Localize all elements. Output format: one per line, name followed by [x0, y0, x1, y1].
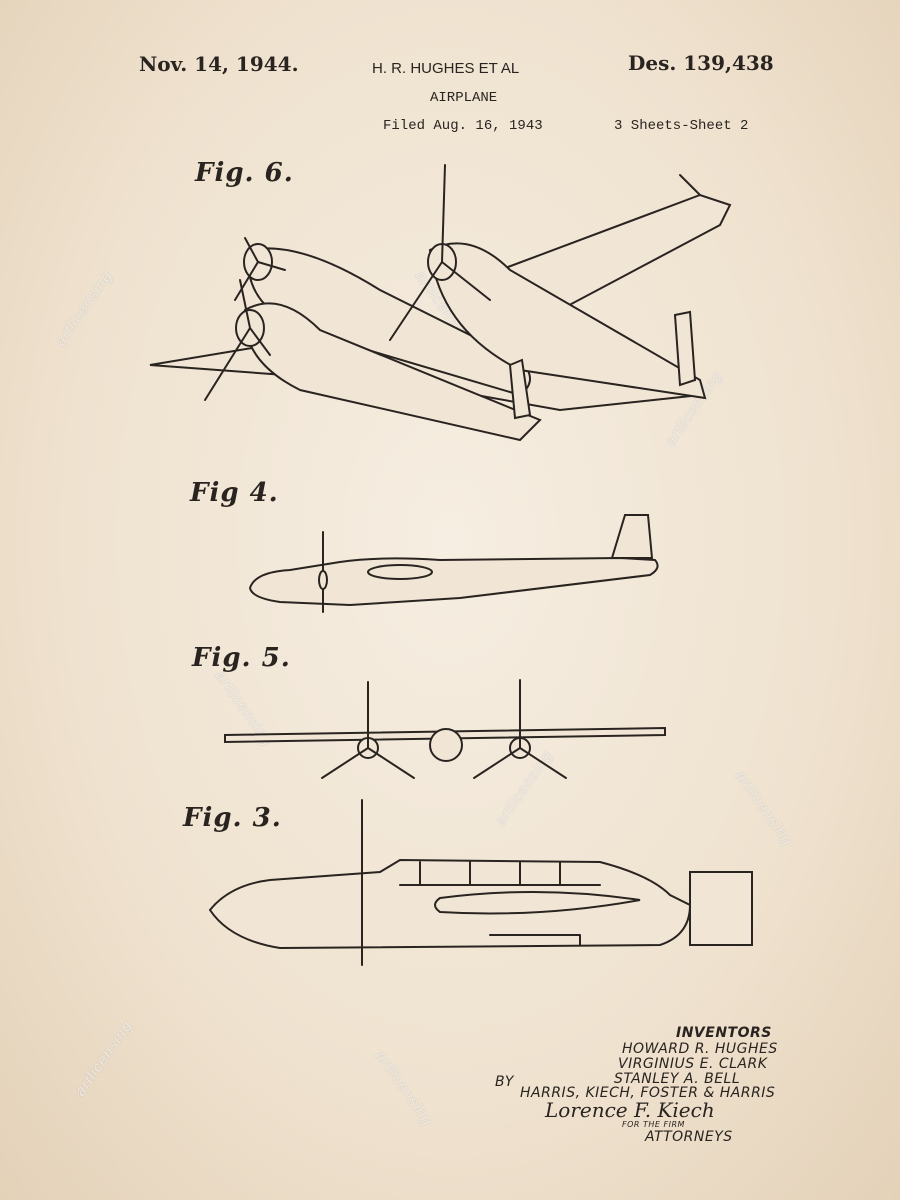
patent-date: Nov. 14, 1944. [139, 52, 299, 76]
fig-5-label: Fig. 5. [192, 643, 291, 673]
attorney-signature: Lorence F. Kiech [545, 1098, 715, 1122]
filed-date: Filed Aug. 16, 1943 [383, 118, 543, 134]
inventor-name: VIRGINIUS E. CLARK [618, 1056, 768, 1072]
fig-6-airplane-perspective [149, 164, 732, 442]
attorneys-label: ATTORNEYS [645, 1129, 733, 1145]
fig-5-airplane-front [224, 679, 666, 779]
patent-title: AIRPLANE [430, 90, 498, 106]
attorney-firm: HARRIS, KIECH, FOSTER & HARRIS [520, 1085, 776, 1101]
fig-4-airplane-side [248, 514, 659, 613]
patent-number: Des. 139,438 [628, 51, 774, 75]
for-the-firm: FOR THE FIRM [622, 1120, 685, 1129]
inventor-line: H. R. HUGHES ET AL [372, 60, 520, 77]
fig-3-fuselage [208, 799, 753, 966]
inventor-name: STANLEY A. BELL [614, 1071, 741, 1087]
by-label: BY [495, 1074, 514, 1090]
fig-6-label: Fig. 6. [195, 158, 294, 188]
inventors-heading: INVENTORS [676, 1025, 772, 1041]
fig-3-label: Fig. 3. [183, 803, 282, 833]
fig-4-label: Fig 4. [190, 478, 279, 508]
sheet-info: 3 Sheets-Sheet 2 [614, 118, 749, 134]
inventor-name: HOWARD R. HUGHES [622, 1041, 778, 1057]
